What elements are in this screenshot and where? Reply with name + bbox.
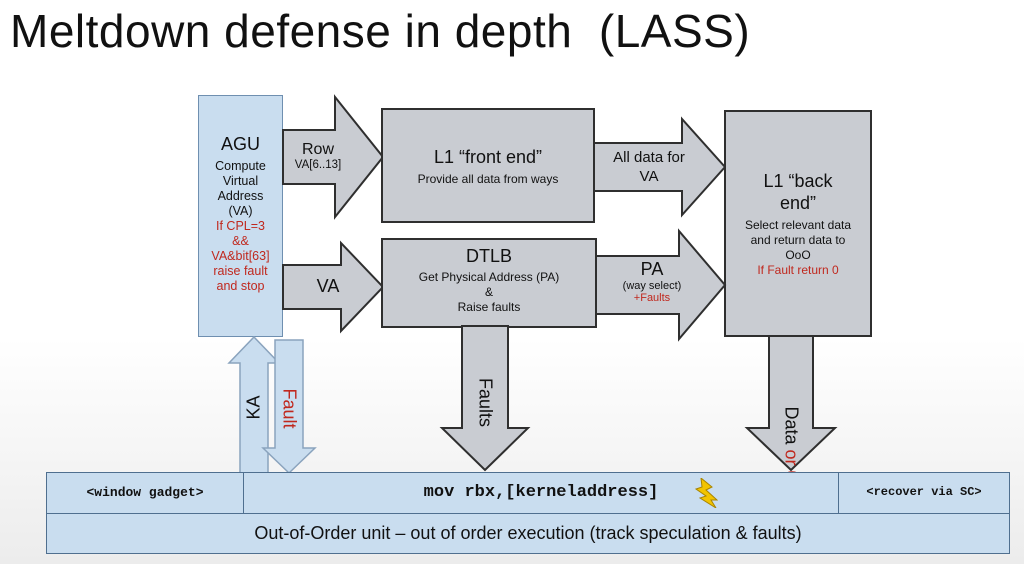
l1-front-end-box: L1 “front end” Provide all data from way… <box>381 108 595 223</box>
l1-back-end-desc-1: Select relevant data <box>744 218 852 232</box>
lightning-icon <box>694 478 718 508</box>
l1-back-end-heading-1: L1 “back <box>763 171 833 191</box>
all-data-arrow: All data for VA <box>593 116 727 218</box>
agu-heading: AGU <box>220 134 260 154</box>
window-gadget-cell: <window gadget> <box>46 472 244 514</box>
dtlb-sub-1: Get Physical Address (PA) <box>418 270 560 284</box>
fault-arrow: Fault <box>261 339 317 475</box>
instruction-label: mov rbx,[kerneladdress] <box>423 483 659 502</box>
dtlb-box: DTLB Get Physical Address (PA) & Raise f… <box>381 238 597 328</box>
agu-cond-1: If CPL=3 <box>216 219 265 233</box>
l1-back-end-desc-2: and return data to <box>750 233 846 247</box>
l1-back-end-fault: If Fault return 0 <box>757 263 839 277</box>
agu-desc-2: Virtual <box>222 174 259 188</box>
pa-arrow: PA (way select) +Faults <box>595 228 727 342</box>
ooo-unit-label: Out-of-Order unit – out of order executi… <box>254 523 802 543</box>
va-arrow: VA <box>282 240 385 334</box>
all-data-label-1: All data for <box>613 149 685 166</box>
instruction-cell: mov rbx,[kerneladdress] <box>243 472 839 514</box>
fault-arrow-label: Fault <box>279 388 300 429</box>
window-gadget-label: <window gadget> <box>86 485 204 500</box>
agu-box: AGU Compute Virtual Address (VA) If CPL=… <box>198 95 283 337</box>
row-arrow: Row VA[6..13] <box>282 94 385 220</box>
data-or-0-label-a: Data <box>781 406 802 450</box>
agu-desc-3: Address <box>217 189 264 203</box>
recover-cell: <recover via SC> <box>838 472 1010 514</box>
row-arrow-label: Row <box>301 141 334 158</box>
agu-cond-4: raise fault <box>213 264 268 278</box>
agu-cond-2: && <box>232 234 249 248</box>
slide-title: Meltdown defense in depth (LASS) <box>10 5 751 57</box>
dtlb-heading: DTLB <box>465 246 512 266</box>
agu-cond-3: VA&bit[63] <box>211 249 270 263</box>
l1-front-end-heading: L1 “front end” <box>433 147 543 167</box>
faults-arrow-label: Faults <box>475 377 496 428</box>
l1-back-end-box: L1 “back end” Select relevant data and r… <box>724 110 872 337</box>
recover-label: <recover via SC> <box>866 485 982 499</box>
dtlb-sub-2: & <box>484 285 493 299</box>
faults-arrow: Faults <box>439 325 531 472</box>
row-arrow-sub: VA[6..13] <box>294 159 342 171</box>
pa-arrow-sub2: +Faults <box>633 292 671 304</box>
dtlb-sub-3: Raise faults <box>457 300 521 314</box>
agu-desc-1: Compute <box>215 159 266 173</box>
pa-arrow-sub: (way select) <box>622 280 682 292</box>
va-arrow-label: VA <box>316 276 340 296</box>
l1-back-end-desc-3: OoO <box>785 248 811 262</box>
l1-back-end-heading-2: end” <box>779 193 817 213</box>
all-data-label-2: VA <box>639 168 659 185</box>
agu-cond-5: and stop <box>216 279 265 293</box>
ooo-unit-bar: Out-of-Order unit – out of order executi… <box>46 513 1010 554</box>
pa-arrow-label: PA <box>640 259 664 279</box>
data-or-0-arrow: Data or 0 <box>744 335 838 481</box>
agu-desc-4: (VA) <box>228 204 253 218</box>
l1-front-end-sub: Provide all data from ways <box>417 172 559 186</box>
